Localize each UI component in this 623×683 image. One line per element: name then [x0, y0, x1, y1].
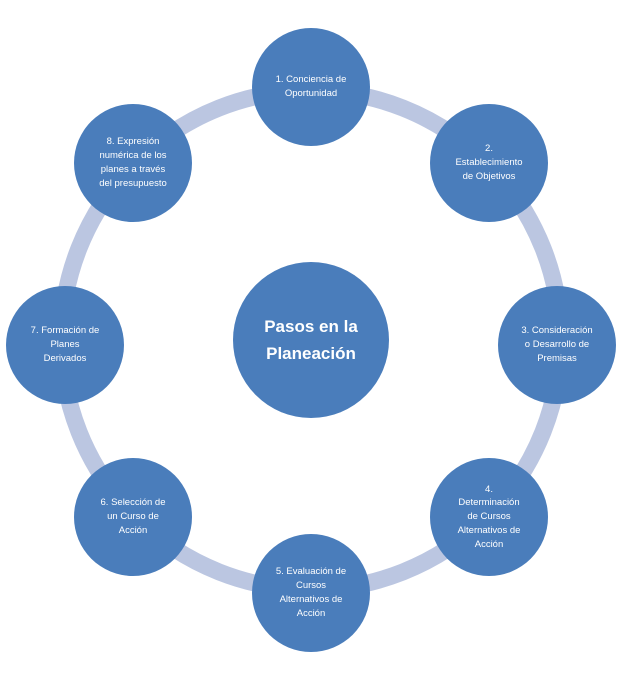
step-circle-5: 5. Evaluación de Cursos Alternativos de …: [252, 534, 370, 652]
step-circle-3: 3. Consideración o Desarrollo de Premisa…: [498, 286, 616, 404]
step-circle-7: 7. Formación de Planes Derivados: [6, 286, 124, 404]
step-circle-6: 6. Selección de un Curso de Acción: [74, 458, 192, 576]
step-label-7: 7. Formación de Planes Derivados: [30, 325, 100, 364]
center-circle: Pasos en la Planeación: [233, 262, 389, 418]
step-label-8: 8. Expresión numérica de los planes a tr…: [99, 136, 167, 189]
step-circle-4: 4. Determinación de Cursos Alternativos …: [430, 458, 548, 576]
step-label-5: 5. Evaluación de Cursos Alternativos de …: [275, 566, 347, 619]
step-circle-8: 8. Expresión numérica de los planes a tr…: [74, 104, 192, 222]
step-label-1: 1. Conciencia de Oportunidad: [275, 74, 347, 99]
step-circle-1: 1. Conciencia de Oportunidad: [252, 28, 370, 146]
step-label-3: 3. Consideración o Desarrollo de Premisa…: [521, 325, 593, 364]
step-label-4: 4. Determinación de Cursos Alternativos …: [457, 483, 521, 550]
step-label-6: 6. Selección de un Curso de Acción: [100, 497, 166, 536]
step-label-2: 2. Establecimiento de Objetivos: [455, 143, 523, 182]
diagram-title: Pasos en la Planeación: [264, 316, 358, 363]
step-circle-2: 2. Establecimiento de Objetivos: [430, 104, 548, 222]
